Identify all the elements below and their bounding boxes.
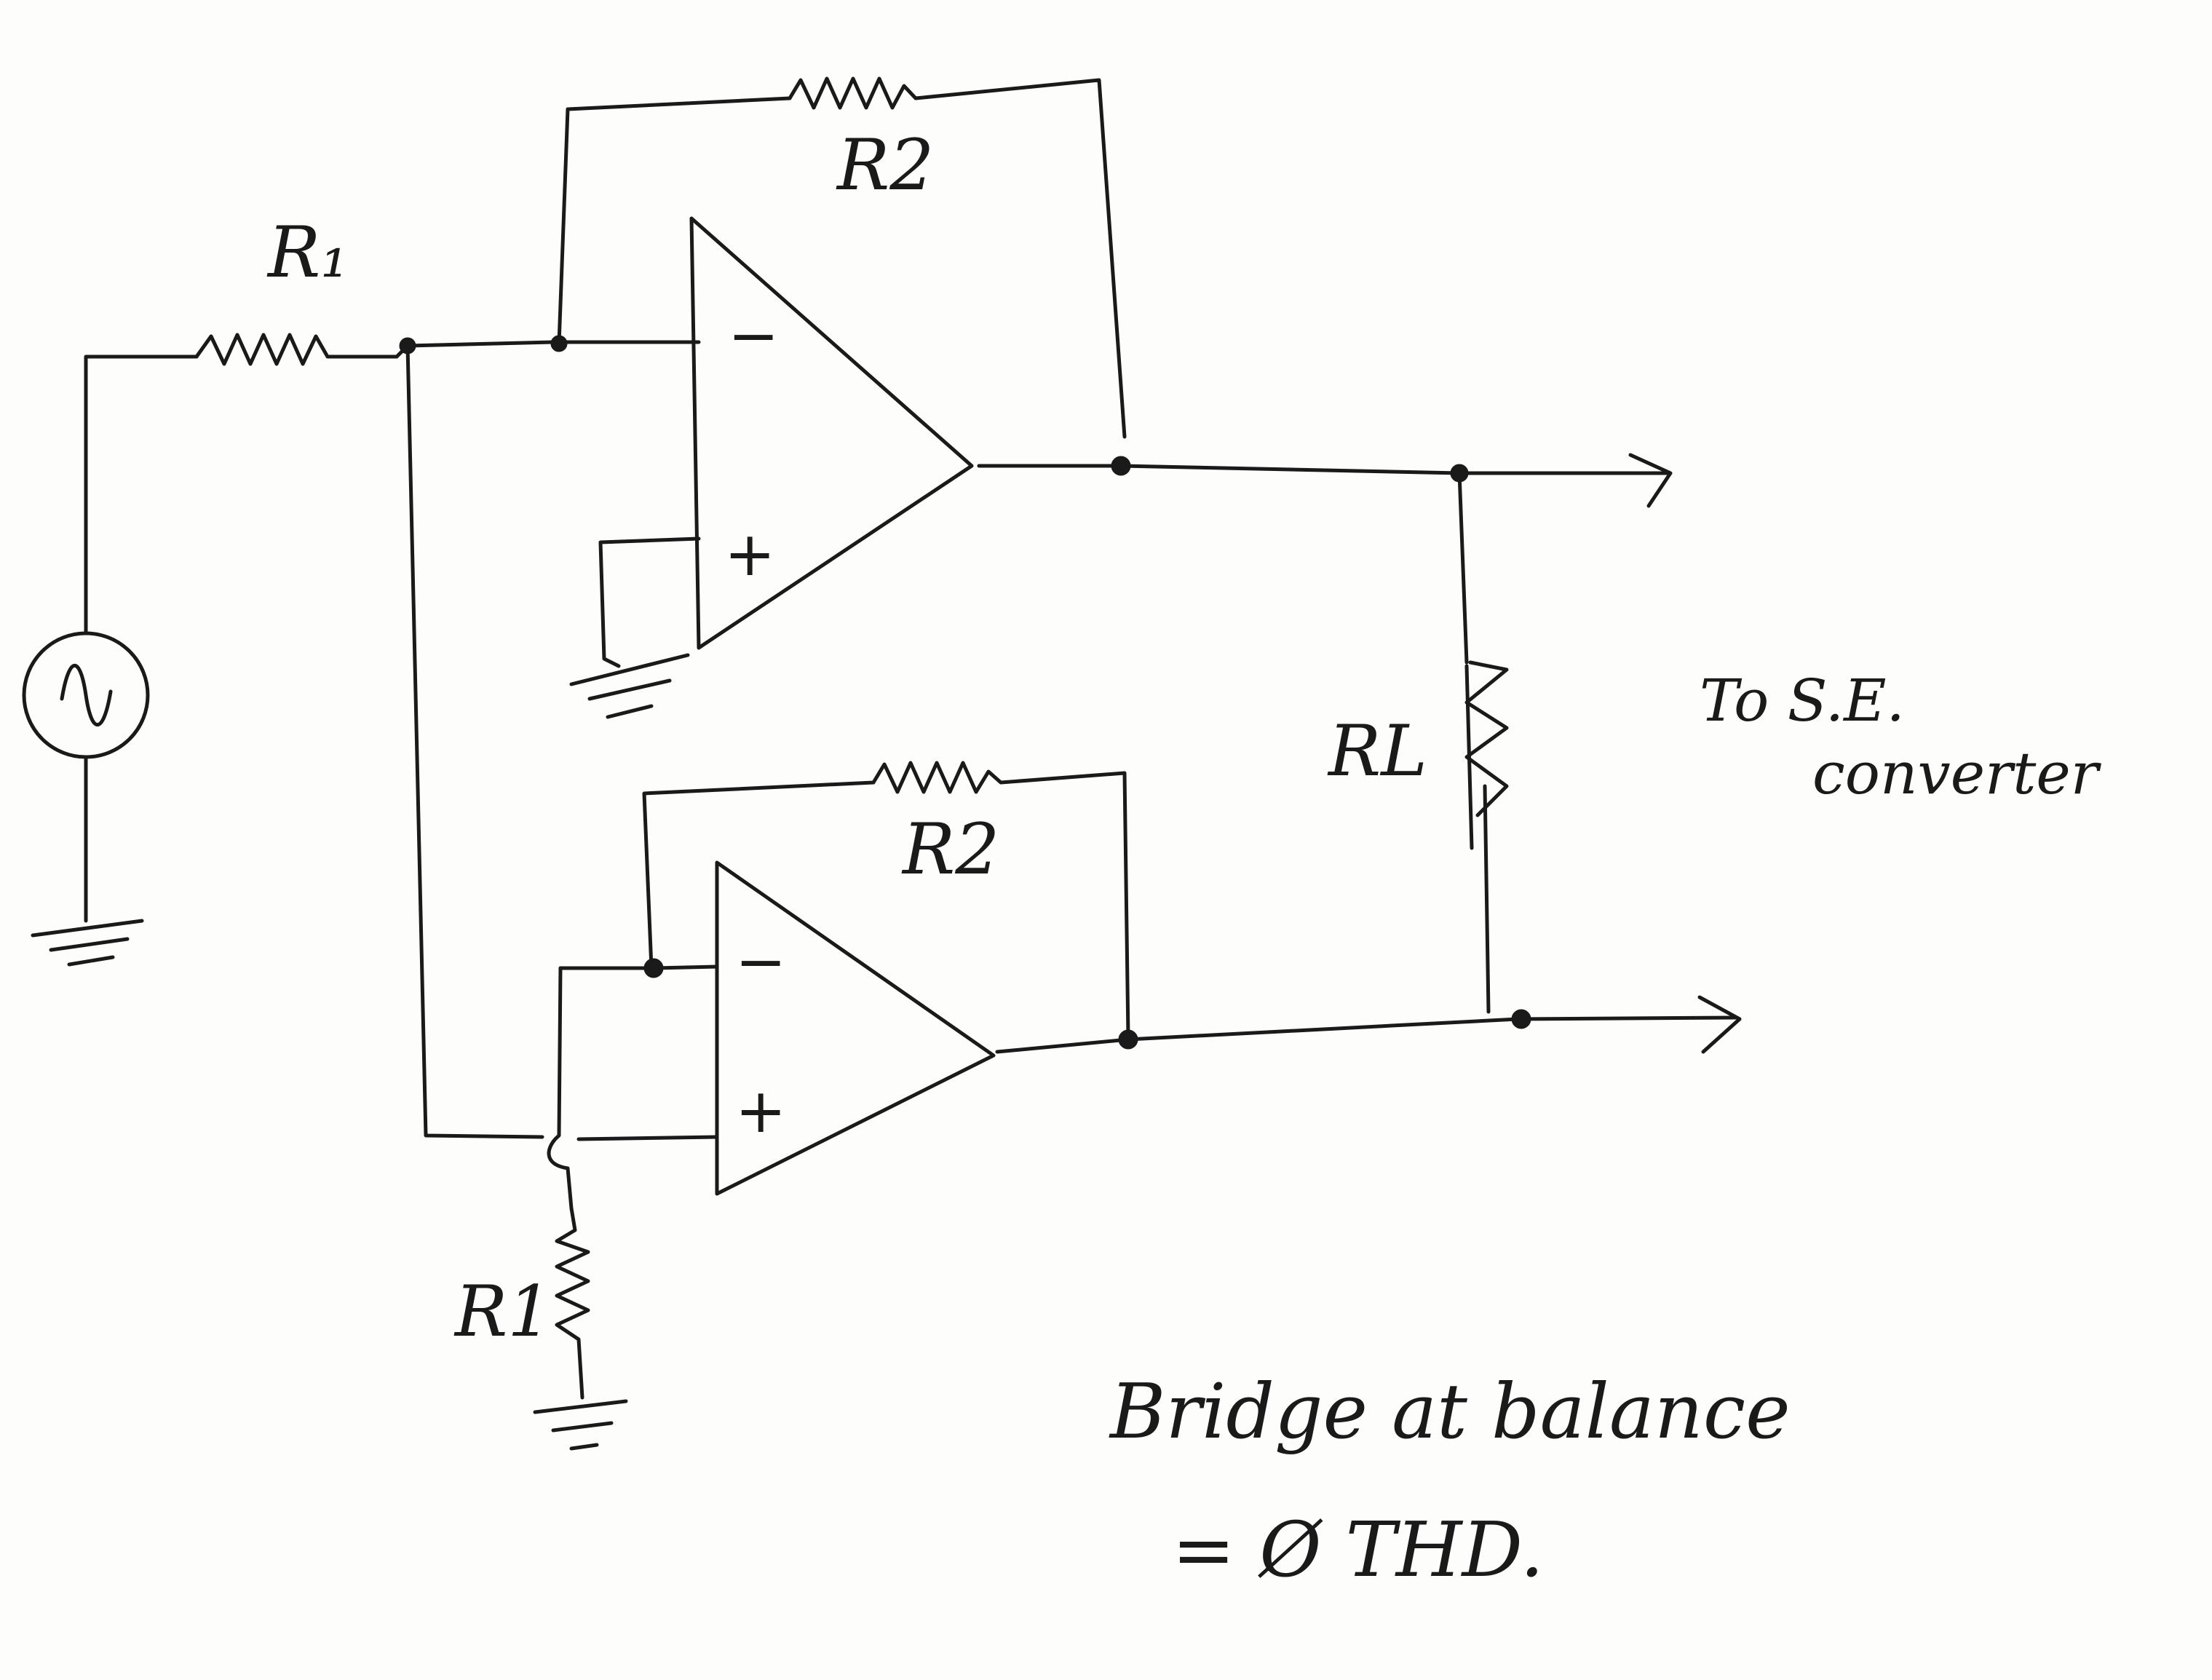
opamp-bottom-minus: − xyxy=(735,926,786,997)
junction-bottom-output xyxy=(1118,1029,1138,1050)
opamp-top: − + xyxy=(689,216,974,650)
resistor-r1-input xyxy=(194,333,399,366)
note-to-se: To S.E. xyxy=(1700,667,1905,734)
junction-rl-bottom xyxy=(1511,1009,1531,1029)
label-r2-bottom: R2 xyxy=(901,809,999,890)
opamp-top-minus: − xyxy=(728,300,779,371)
resistor-r2-top xyxy=(788,76,1127,439)
wire-bottom-minus xyxy=(558,964,719,970)
opamp-top-plus: + xyxy=(724,518,775,590)
junction-bottom-minus xyxy=(643,958,664,978)
wire-rl-top xyxy=(1457,471,1469,665)
opamp-bottom: − + xyxy=(715,860,996,1196)
wire-top-output xyxy=(977,464,1669,475)
label-r1-ground: R1 xyxy=(453,1271,552,1352)
label-r2-top: R2 xyxy=(836,124,934,206)
arrow-bottom-output xyxy=(1697,995,1742,1054)
ground-source xyxy=(31,919,144,967)
wire-r1-to-node xyxy=(395,340,701,359)
wire-r1-node-to-bottom-plus xyxy=(405,344,719,1141)
resistor-r2-bottom xyxy=(871,761,1130,1039)
wire-bottom-feedback xyxy=(642,780,876,970)
wire-source-up xyxy=(84,354,199,635)
wire-top-feedback xyxy=(557,96,792,346)
ac-source xyxy=(22,631,150,759)
resistor-r1-ground xyxy=(555,1206,590,1400)
label-r1-input: R₁ xyxy=(266,212,349,293)
rl-body-line xyxy=(1464,664,1474,850)
arrow-top-output xyxy=(1628,453,1673,508)
ground-top-opamp xyxy=(569,653,690,719)
caption-line2: = Ø THD. xyxy=(1172,1505,1544,1594)
opamp-bottom-plus: + xyxy=(735,1075,786,1146)
label-rl: RL xyxy=(1327,710,1427,792)
note-converter: converter xyxy=(1812,740,2102,807)
wire-bottom-minus-to-r1 xyxy=(547,966,574,1211)
resistor-rl xyxy=(1464,660,1509,817)
junction-top-output xyxy=(1111,456,1131,476)
wire-bottom-output xyxy=(995,1015,1738,1054)
caption-line1: Bridge at balance xyxy=(1109,1367,1791,1456)
wire-rl-bottom xyxy=(1483,784,1491,1014)
wire-top-plus-ground xyxy=(598,536,701,668)
ground-r1 xyxy=(533,1399,628,1451)
